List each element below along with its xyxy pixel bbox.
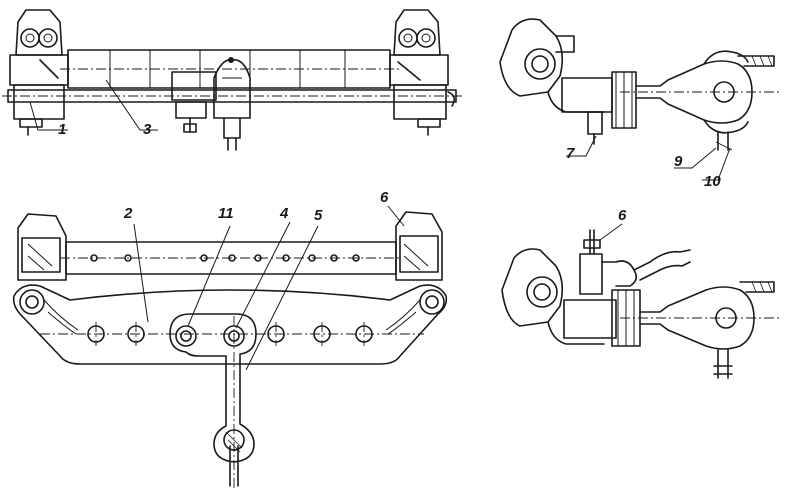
- yoke-plate: [12, 284, 448, 365]
- leader-9: [674, 147, 717, 169]
- view-top-right-clamp: 7 9 10: [499, 18, 780, 190]
- view-top-left-assembly: 1 3: [2, 9, 462, 151]
- view-bottom-right-clamp: 6: [501, 207, 780, 379]
- leader-1: [29, 101, 68, 131]
- label-2: 2: [123, 205, 133, 222]
- leader-4: [235, 221, 291, 329]
- leader-6-bottom: [599, 223, 623, 241]
- label-6-bottom: 6: [618, 207, 627, 224]
- label-5: 5: [314, 207, 323, 224]
- leader-10: [702, 147, 731, 181]
- label-3: 3: [143, 121, 152, 138]
- leader-11: [187, 225, 231, 327]
- leader-2: [133, 223, 149, 323]
- label-11: 11: [218, 205, 234, 222]
- leader-5: [245, 225, 319, 371]
- leader-3: [105, 79, 158, 131]
- right-end-clamp: [389, 9, 456, 136]
- label-7: 7: [566, 145, 575, 162]
- lower-bar: [2, 89, 462, 103]
- right-upper-clamp: [395, 211, 443, 281]
- top-bar: [60, 241, 402, 275]
- view-bottom-left-yoke-plate: 2 11 4 5 6: [12, 189, 448, 488]
- label-10: 10: [704, 173, 721, 190]
- label-9: 9: [674, 153, 683, 170]
- upper-tube: [60, 49, 400, 89]
- left-upper-clamp: [17, 213, 67, 281]
- center-clamp: [171, 57, 251, 151]
- left-end-clamp: [9, 9, 69, 136]
- label-1: 1: [58, 121, 66, 138]
- leader-7: [566, 135, 597, 157]
- leader-6-top: [387, 205, 405, 227]
- hanging-link: [169, 313, 257, 488]
- label-6-top: 6: [380, 189, 389, 206]
- label-4: 4: [279, 205, 289, 222]
